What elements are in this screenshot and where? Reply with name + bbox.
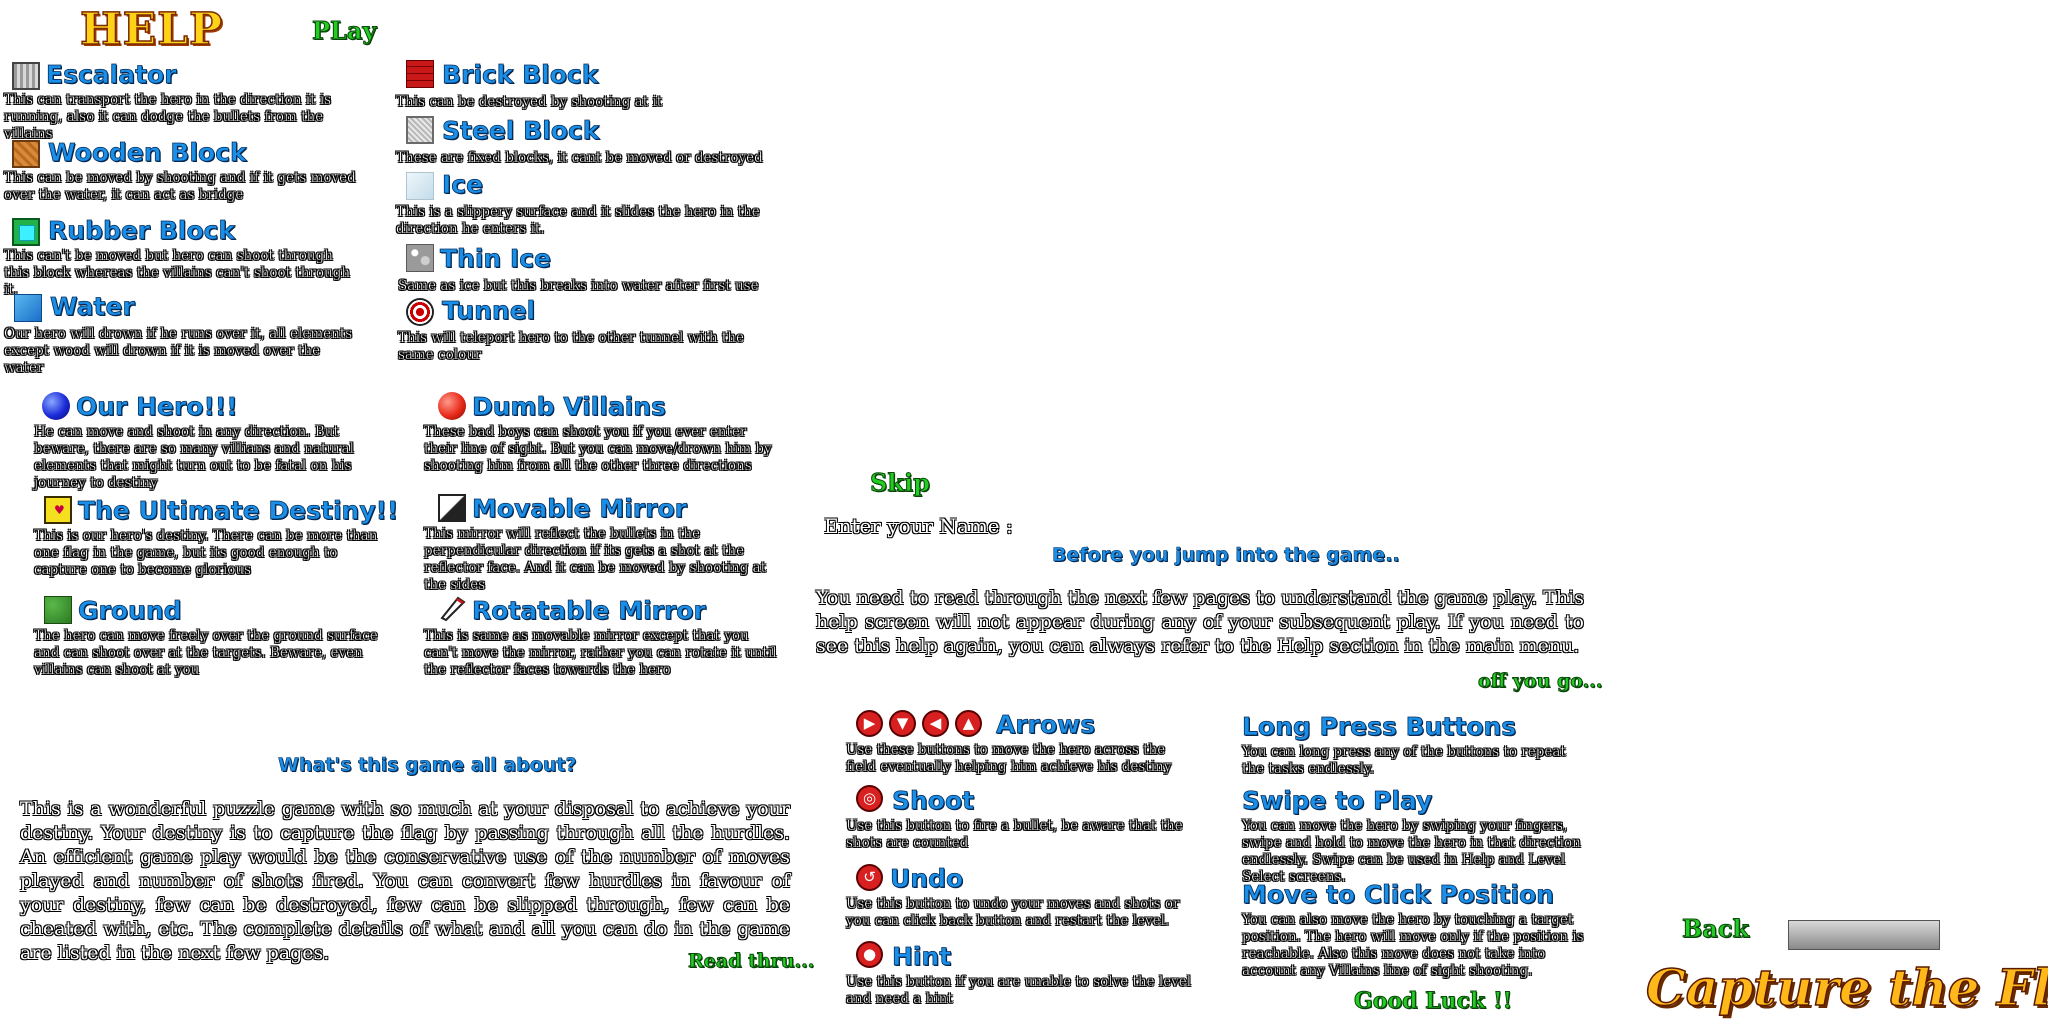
char-title-hero: Our Hero!!!: [76, 392, 238, 422]
control-desc-shoot: Use this button to fire a bullet, be awa…: [846, 818, 1183, 851]
control-desc-long-press: You can long press any of the buttons to…: [1242, 744, 1566, 777]
intro-heading: Before you jump into the game..: [1052, 544, 1400, 567]
block-title-brick: Brick Block: [442, 60, 599, 90]
help-title: HELP: [79, 3, 224, 56]
arrow-down-icon: ▼: [889, 710, 916, 737]
block-desc-escalator: This can transport the hero in the direc…: [4, 92, 332, 142]
control-desc-undo: Use this button to undo your moves and s…: [846, 896, 1180, 929]
block-desc-rubber: This can't be moved but hero can shoot t…: [4, 248, 351, 298]
about-text: This is a wonderful puzzle game with so …: [20, 798, 790, 964]
block-desc-wooden: This can be moved by shooting and if it …: [4, 170, 356, 203]
read-thru-button[interactable]: Read thru...: [687, 950, 815, 973]
ground-icon: [44, 596, 72, 624]
undo-icon-wrap: ↺: [856, 864, 889, 891]
wooden-block-icon: [12, 140, 40, 168]
char-desc-hero: He can move and shoot in any direction. …: [34, 424, 354, 491]
control-title-swipe: Swipe to Play: [1242, 786, 1433, 816]
control-desc-hint: Use this button if you are unable to sol…: [846, 974, 1192, 1007]
off-you-go-button[interactable]: off you go...: [1478, 670, 1603, 693]
game-logo: Capture the Flag: [1645, 957, 2048, 1018]
block-title-wooden: Wooden Block: [48, 138, 247, 168]
char-title-destiny: The Ultimate Destiny!!: [78, 496, 399, 526]
control-title-long-press: Long Press Buttons: [1242, 712, 1517, 742]
block-title-rubber: Rubber Block: [48, 216, 236, 246]
block-desc-thin-ice: Same as ice but this breaks into water a…: [398, 278, 759, 294]
control-desc-swipe: You can move the hero by swiping your fi…: [1242, 818, 1581, 885]
tunnel-icon: [406, 298, 434, 326]
block-title-escalator: Escalator: [46, 60, 177, 90]
villain-icon: [438, 392, 466, 420]
brick-block-icon: [406, 60, 434, 88]
char-title-ground: Ground: [78, 596, 182, 626]
block-title-tunnel: Tunnel: [442, 296, 536, 326]
control-desc-move-click: You can also move the hero by touching a…: [1242, 912, 1584, 979]
block-desc-water: Our hero will drown if he runs over it, …: [4, 326, 353, 376]
ice-icon: [406, 172, 434, 200]
block-desc-ice: This is a slippery surface and it slides…: [396, 204, 760, 237]
flag-icon: ♥: [44, 496, 72, 524]
block-title-ice: Ice: [442, 170, 484, 200]
rubber-block-icon: [12, 218, 40, 246]
hero-icon: [42, 392, 70, 420]
rotatable-mirror-icon: [438, 594, 466, 622]
control-title-hint: Hint: [892, 942, 952, 972]
control-title-arrows: Arrows: [996, 710, 1096, 740]
control-desc-arrows: Use these buttons to move the hero acros…: [846, 742, 1172, 775]
name-label: Enter your Name :: [824, 514, 1013, 538]
arrow-left-icon: ◀: [922, 710, 949, 737]
block-title-water: Water: [50, 292, 136, 322]
control-title-undo: Undo: [890, 864, 964, 894]
escalator-icon: [12, 62, 40, 90]
hint-icon: ●: [856, 941, 883, 968]
block-title-thin-ice: Thin Ice: [440, 244, 552, 274]
block-desc-steel: These are fixed blocks, it cant be moved…: [396, 150, 763, 166]
char-desc-rotatable-mirror: This is same as movable mirror except th…: [424, 628, 777, 678]
skip-button[interactable]: Skip: [870, 468, 931, 498]
water-icon: [14, 294, 42, 322]
arrow-up-icon: ▲: [955, 710, 982, 737]
thin-ice-icon: [406, 244, 434, 272]
shoot-icon-wrap: ◎: [856, 785, 889, 812]
arrow-right-icon: ▶: [856, 710, 883, 737]
hint-icon-wrap: ●: [856, 941, 889, 968]
good-luck-text: Good Luck !!: [1353, 988, 1513, 1015]
undo-icon: ↺: [856, 864, 883, 891]
shoot-icon: ◎: [856, 785, 883, 812]
block-title-steel: Steel Block: [442, 116, 600, 146]
char-title-rotatable-mirror: Rotatable Mirror: [472, 596, 707, 626]
play-button[interactable]: PLay: [311, 16, 377, 46]
char-desc-villains: These bad boys can shoot you if you ever…: [424, 424, 772, 474]
char-desc-ground: The hero can move freely over the ground…: [34, 628, 378, 678]
movable-mirror-icon: [438, 494, 466, 522]
arrow-buttons-group: ▶▼◀▲: [856, 710, 988, 737]
block-desc-brick: This can be destroyed by shooting at it: [396, 94, 663, 110]
steel-block-icon: [406, 116, 434, 144]
char-title-movable-mirror: Movable Mirror: [472, 494, 688, 524]
name-input-box[interactable]: [1788, 920, 1940, 950]
block-desc-tunnel: This will teleport hero to the other tun…: [398, 330, 744, 363]
control-title-shoot: Shoot: [892, 786, 975, 816]
control-title-move-click: Move to Click Position: [1242, 880, 1555, 910]
about-heading: What's this game all about?: [278, 754, 577, 777]
char-desc-destiny: This is our hero's destiny. There can be…: [34, 528, 378, 578]
char-title-villains: Dumb Villains: [472, 392, 667, 422]
char-desc-movable-mirror: This mirror will reflect the bullets in …: [424, 526, 767, 593]
back-button[interactable]: Back: [1681, 914, 1750, 944]
intro-text: You need to read through the next few pa…: [816, 587, 1584, 657]
